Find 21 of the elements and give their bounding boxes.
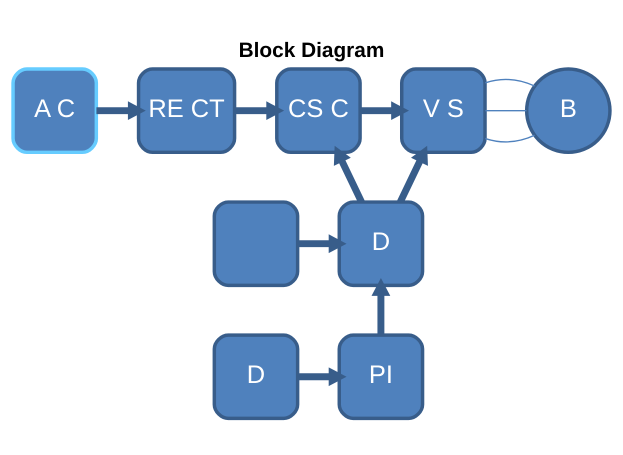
arrow: [298, 367, 347, 386]
node-box: D: [212, 333, 300, 420]
connector: [485, 78, 535, 87]
arrow: [372, 278, 390, 335]
arrow: [397, 146, 428, 204]
node-box: [212, 200, 300, 288]
arrow: [96, 101, 146, 120]
arrow: [360, 101, 410, 120]
connector: [485, 110, 526, 112]
node-circle: B: [524, 67, 612, 154]
diagram-title: Block Diagram: [238, 38, 384, 62]
node-box: V S: [400, 67, 487, 154]
connector: [485, 134, 535, 143]
node-box: D: [338, 200, 424, 288]
arrow: [235, 101, 284, 120]
node-box: CS C: [275, 67, 362, 154]
arrow: [334, 146, 365, 204]
node-box: PI: [338, 333, 424, 420]
node-box: A C: [11, 67, 98, 154]
arrow: [298, 234, 347, 254]
node-box: RE CT: [136, 67, 236, 154]
